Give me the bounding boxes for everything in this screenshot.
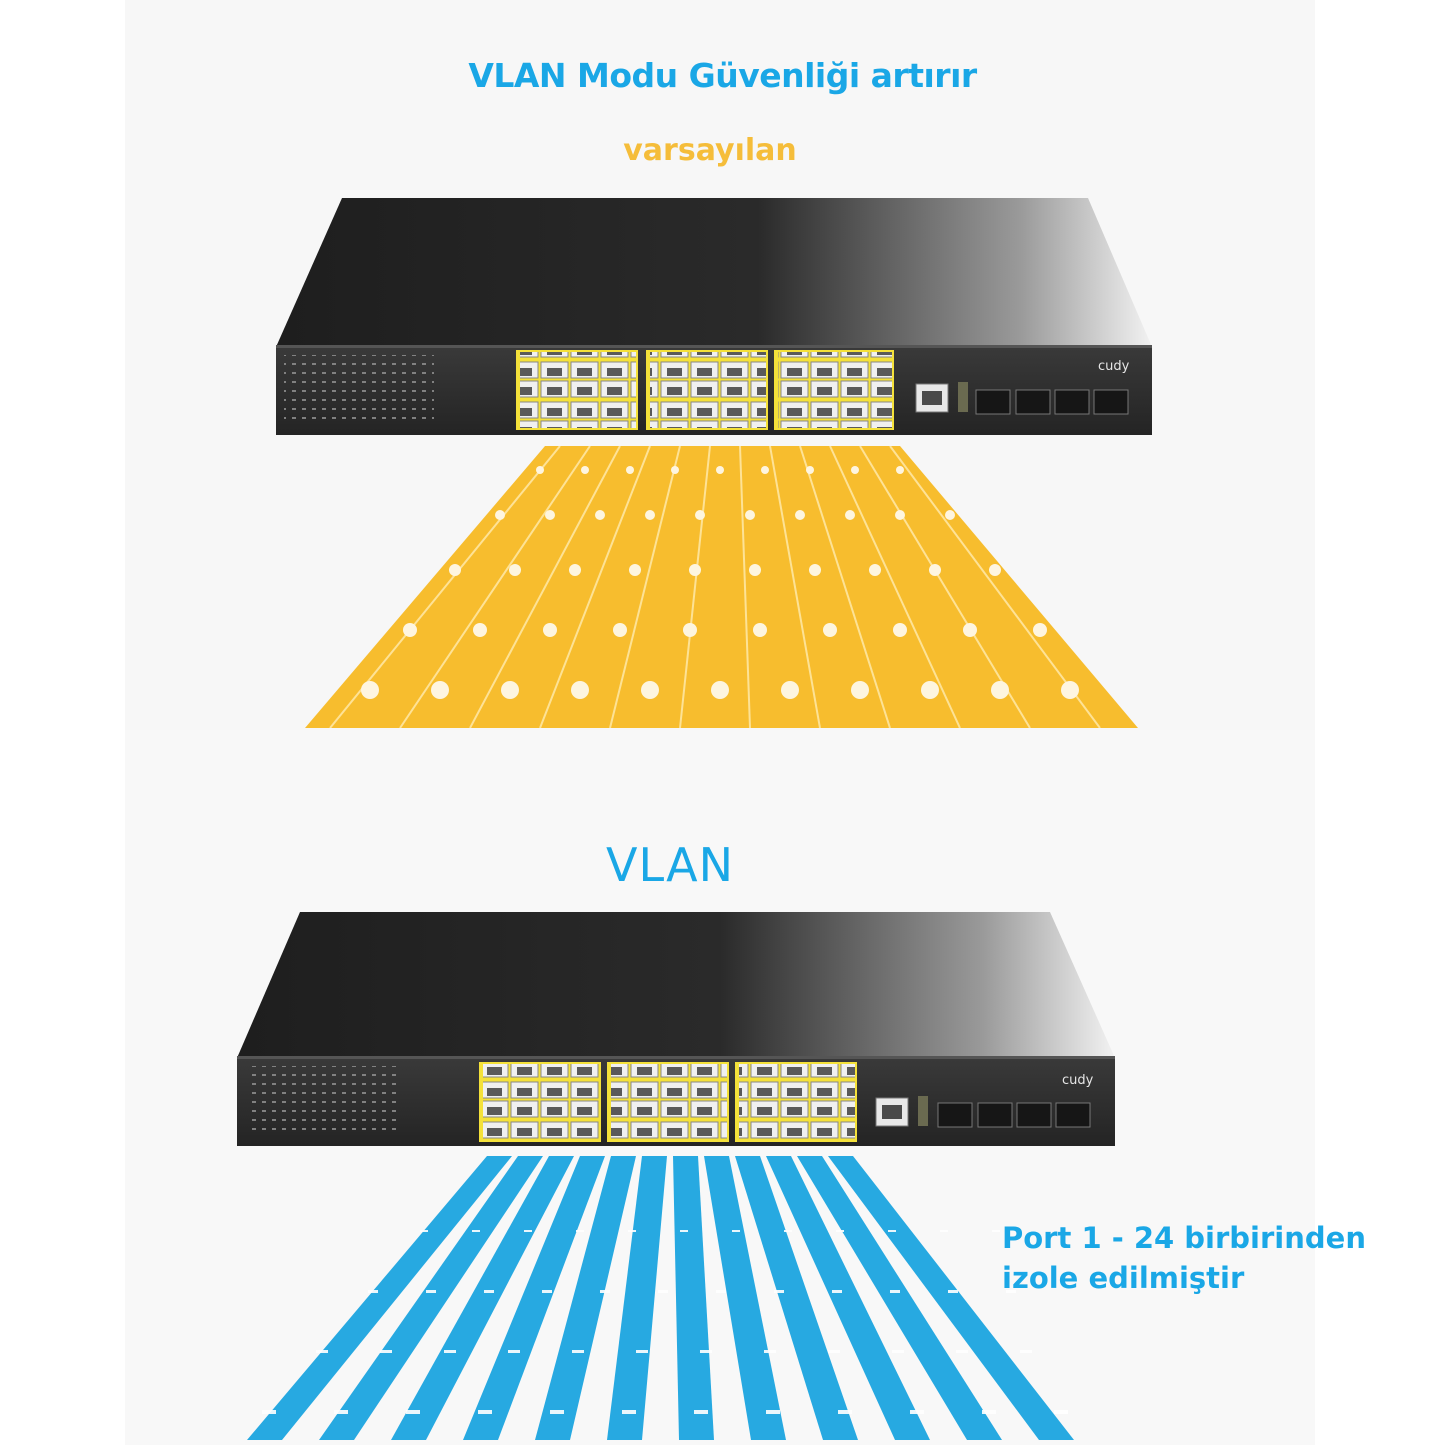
network-switch-icon: cudy [276, 198, 1152, 435]
port-stream [673, 1156, 714, 1440]
port-stream [797, 1156, 1002, 1440]
port-stream [319, 1156, 543, 1440]
port-isolation-line1: Port 1 - 24 birbirinden [1002, 1221, 1366, 1255]
binary-data-stream-icon [305, 446, 1138, 728]
switch-brand-top: cudy [1098, 359, 1130, 374]
default-mode-label: varsayılan [623, 133, 797, 168]
port-isolation-line2: izole edilmiştir [1002, 1261, 1245, 1295]
vlan-mode-label: VLAN [605, 838, 735, 892]
network-switch-icon: cudy [237, 912, 1115, 1146]
port-stream [535, 1156, 636, 1440]
port-stream [766, 1156, 930, 1440]
port-stream [828, 1156, 1074, 1440]
isolated-binary-streams [247, 1156, 1074, 1440]
port-stream [391, 1156, 574, 1440]
switch-brand-bottom: cudy [1062, 1073, 1094, 1088]
port-stream [704, 1156, 786, 1440]
port-isolation-note: Port 1 - 24 birbirinden izole edilmiştir [1002, 1218, 1422, 1298]
page-title: VLAN Modu Güvenliği artırır [468, 56, 977, 95]
port-stream [607, 1156, 667, 1440]
port-stream [463, 1156, 605, 1440]
port-stream [735, 1156, 858, 1440]
port-stream [247, 1156, 512, 1440]
